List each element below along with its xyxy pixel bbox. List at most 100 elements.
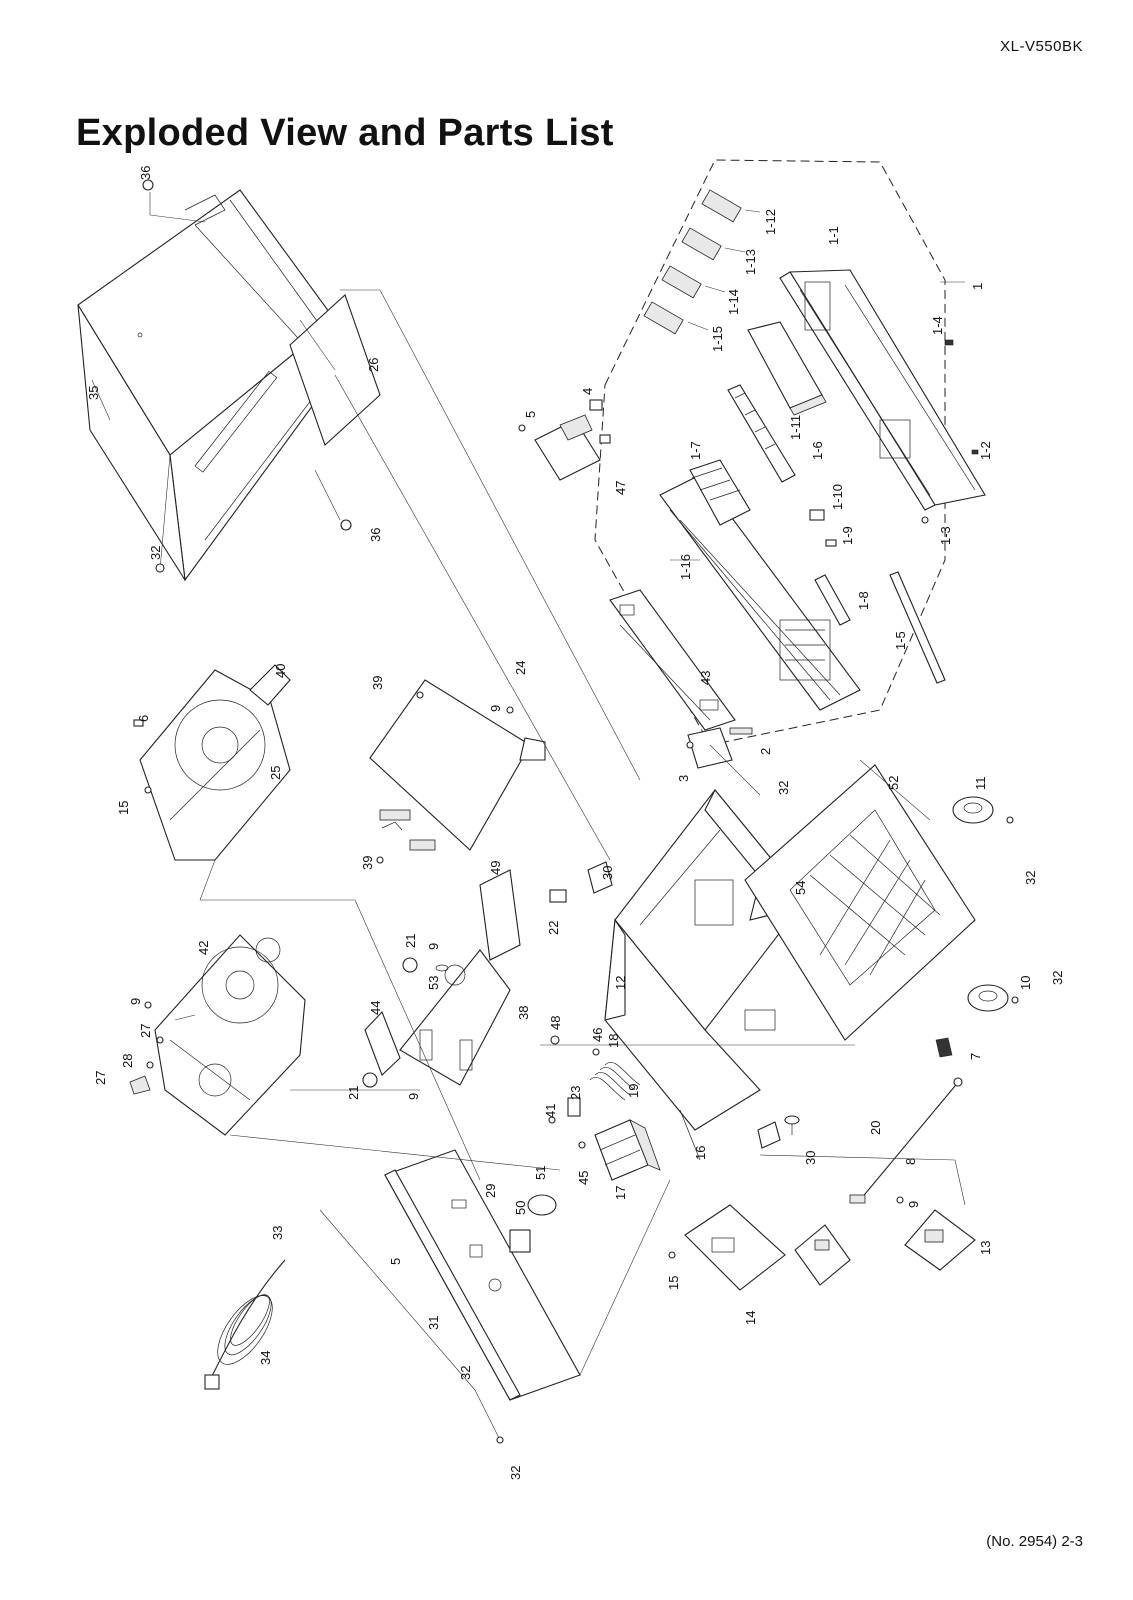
- part-label: 40: [273, 664, 288, 678]
- rubber-7: [935, 1037, 953, 1058]
- part-label: 3: [676, 775, 691, 782]
- part-label: 21: [403, 934, 418, 948]
- part-label: 32: [508, 1466, 523, 1480]
- knob-21b: [362, 1072, 378, 1088]
- part-label: 8: [903, 1158, 918, 1165]
- part-label: 1-9: [840, 526, 855, 545]
- part-label: 31: [426, 1316, 441, 1330]
- bracket-16: [679, 1109, 701, 1161]
- part-label: 53: [426, 976, 441, 990]
- spacer-30b: [757, 1121, 781, 1149]
- part-label: 15: [666, 1276, 681, 1290]
- part-label: 23: [568, 1086, 583, 1100]
- part-label: 32: [1023, 871, 1038, 885]
- part-1-8: [814, 574, 851, 626]
- part-label: 1-15: [710, 326, 725, 352]
- indicator: [971, 449, 979, 455]
- page-title: Exploded View and Parts List: [76, 112, 614, 154]
- part-label: 13: [978, 1241, 993, 1255]
- part-label: 33: [270, 1226, 285, 1240]
- part-label: 39: [370, 676, 385, 690]
- power-cord: [204, 1259, 286, 1390]
- screw-1-3: [921, 516, 929, 524]
- part-label: 46: [590, 1028, 605, 1042]
- part-label: 18: [606, 1034, 621, 1048]
- connector-50: [509, 1229, 531, 1253]
- part-label: 16: [693, 1146, 708, 1160]
- part-label: 29: [483, 1184, 498, 1198]
- screw-9e: [896, 1196, 904, 1204]
- knob-21a: [402, 957, 418, 973]
- part-label: 25: [268, 766, 283, 780]
- part-label: 1-11: [788, 415, 803, 440]
- bracket-middle: [794, 1224, 851, 1286]
- main-chassis: [604, 788, 806, 1131]
- foot-10: [967, 984, 1019, 1012]
- part-label: 1-8: [856, 591, 871, 610]
- part-label: 32: [776, 781, 791, 795]
- front-chassis: [659, 459, 861, 711]
- shield-plate-24: [369, 679, 546, 864]
- part-label: 36: [138, 166, 153, 180]
- bracket-14: [684, 1204, 786, 1291]
- part-label: 50: [513, 1201, 528, 1215]
- button-blocks: [643, 189, 761, 335]
- part-label: 1-12: [763, 209, 778, 235]
- page-reference: (No. 2954) 2-3: [986, 1533, 1083, 1550]
- part-label: 5: [523, 411, 538, 418]
- screw-41: [548, 1116, 556, 1124]
- part-label: 22: [546, 921, 561, 935]
- part-label: 51: [533, 1166, 548, 1180]
- leader-26: [299, 319, 336, 371]
- part-label: 30: [600, 866, 615, 880]
- power-transformer: [578, 1119, 661, 1181]
- part-label: 1-1: [826, 226, 841, 245]
- bracket-13: [904, 1209, 976, 1271]
- part-label: 9: [426, 943, 441, 950]
- part-label: 6: [136, 715, 151, 722]
- part-1-9: [825, 539, 837, 547]
- screws-top-cover: [142, 179, 352, 573]
- part-label: 45: [576, 1171, 591, 1185]
- label-44: [364, 1010, 401, 1076]
- part-label: 43: [698, 671, 713, 685]
- part-label: 1-7: [688, 441, 703, 460]
- leader-lines: [199, 289, 966, 1441]
- part-label: 9: [906, 1201, 921, 1208]
- part-1-5: [889, 571, 946, 684]
- cap-51: [527, 1194, 557, 1216]
- knob: [944, 339, 954, 346]
- bracket-4-5: [518, 399, 611, 481]
- rear-panel: [384, 1149, 581, 1401]
- spacer-30a: [587, 861, 613, 894]
- display-window: [747, 321, 823, 409]
- screw-15b: [668, 1251, 676, 1259]
- disc-mechanism: [129, 934, 306, 1136]
- bushing-22: [549, 889, 567, 903]
- part-label: 1-13: [743, 249, 758, 275]
- part-label: 36: [368, 528, 383, 542]
- part-label: 9: [128, 998, 143, 1005]
- part-label: 12: [613, 976, 628, 990]
- clip-53: [435, 964, 449, 972]
- clamp-23: [567, 1097, 581, 1117]
- part-label: 48: [548, 1016, 563, 1030]
- part-label: 1-10: [830, 484, 845, 510]
- part-label: 32: [1050, 971, 1065, 985]
- part-label: 30: [803, 1151, 818, 1165]
- part-label: 1-14: [726, 289, 741, 315]
- part-label: 19: [626, 1084, 641, 1098]
- part-label: 9: [488, 705, 503, 712]
- part-label: 15: [116, 801, 131, 815]
- part-label: 1-16: [678, 554, 693, 580]
- part-label: 1-6: [810, 441, 825, 460]
- model-number: XL-V550BK: [1000, 38, 1083, 55]
- key-strip: [727, 384, 796, 483]
- post-20: [784, 1115, 800, 1135]
- part-label: 27: [93, 1071, 108, 1085]
- bottom-cover: [744, 764, 976, 1041]
- top-cover: [77, 189, 341, 582]
- display-pcb: [609, 559, 736, 731]
- part-label: 41: [543, 1104, 558, 1118]
